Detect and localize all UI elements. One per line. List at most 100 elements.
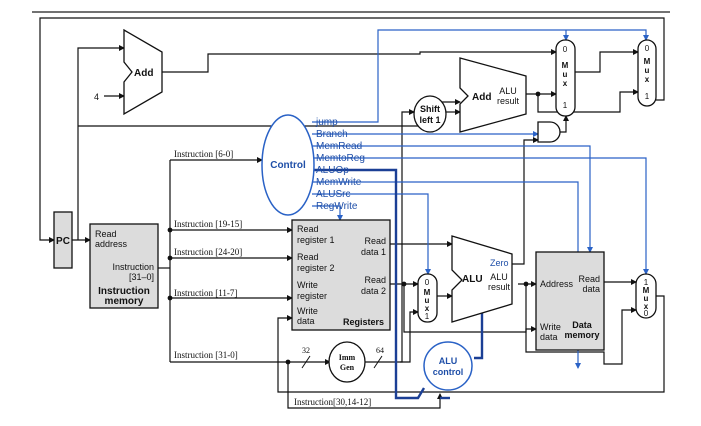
svg-text:u: u (644, 294, 649, 303)
instr-field-19-15: Instruction [19-15] (174, 219, 242, 229)
pc-register[interactable]: PC (53, 211, 73, 269)
data-memory[interactable]: Address Read data Write data Data memory (535, 251, 605, 351)
svg-text:1: 1 (425, 312, 430, 321)
svg-text:data: data (540, 332, 558, 342)
svg-text:memory: memory (105, 296, 144, 307)
instr-field-24-20: Instruction [24-20] (174, 247, 242, 257)
alu-control-bus (474, 310, 484, 360)
svg-text:data 2: data 2 (361, 286, 386, 296)
alu-zero-label: Zero (490, 258, 509, 268)
svg-text:[31–0]: [31–0] (129, 272, 154, 282)
mux-alusrc[interactable]: 0 M u x 1 (417, 273, 438, 323)
immgen-input-slash (301, 355, 311, 369)
svg-text:u: u (645, 66, 650, 75)
svg-text:ALU: ALU (439, 356, 458, 366)
svg-text:left 1: left 1 (419, 115, 440, 125)
instruction-memory[interactable]: Read address Instruction [31–0] Instruct… (89, 223, 159, 309)
svg-text:Read: Read (297, 224, 319, 234)
svg-text:1: 1 (645, 92, 650, 101)
svg-text:data: data (582, 284, 600, 294)
shift-left-unit[interactable]: Shift left 1 (413, 95, 447, 133)
signal-memread: MemRead (316, 141, 362, 152)
signal-branch: Branch (316, 129, 348, 140)
svg-text:x: x (644, 302, 649, 311)
svg-text:Instruction: Instruction (98, 286, 150, 297)
svg-text:0: 0 (645, 44, 650, 53)
branch-and-gate[interactable] (537, 121, 561, 143)
svg-text:ALU: ALU (490, 272, 508, 282)
svg-text:0: 0 (425, 278, 430, 287)
svg-text:1: 1 (644, 278, 649, 287)
instr-field-31-0: Instruction [31-0] (174, 350, 238, 360)
svg-text:0: 0 (563, 45, 568, 54)
svg-text:Control: Control (270, 160, 306, 171)
svg-text:Gen: Gen (340, 363, 355, 372)
svg-text:Data: Data (572, 320, 593, 330)
svg-text:Read: Read (297, 252, 319, 262)
instr-field-30-14-12: Instruction[30,14-12] (294, 397, 371, 407)
svg-text:Add: Add (472, 92, 491, 103)
datapath-wires (39, 17, 665, 409)
svg-text:Add: Add (134, 68, 153, 79)
svg-text:result: result (497, 96, 520, 106)
svg-text:Imm: Imm (339, 353, 356, 362)
svg-text:data 1: data 1 (361, 247, 386, 257)
svg-text:u: u (563, 70, 568, 79)
svg-text:Read: Read (364, 275, 386, 285)
svg-text:address: address (95, 239, 128, 249)
signal-alusrc: ALUSrc (316, 189, 350, 200)
instr-field-6-0: Instruction [6-0] (174, 149, 233, 159)
mux-writeback[interactable]: 1 M u x 0 (635, 273, 657, 319)
svg-text:ALU: ALU (462, 274, 483, 285)
mux-pc-branch[interactable]: 0 M u x 1 (555, 39, 576, 117)
signal-aluop: ALUOp (316, 165, 349, 176)
control-unit[interactable]: Control (261, 114, 315, 216)
imm-gen[interactable]: Imm Gen (328, 341, 366, 383)
instr-field-11-7: Instruction [11-7] (174, 288, 237, 298)
svg-text:register 1: register 1 (297, 235, 335, 245)
immgen-out-bits: 64 (376, 346, 384, 355)
svg-text:Shift: Shift (420, 104, 440, 114)
pc-adder[interactable]: Add (123, 28, 163, 116)
svg-text:u: u (425, 296, 430, 305)
svg-text:Instruction: Instruction (112, 262, 154, 272)
pc-increment-constant: 4 (94, 92, 99, 102)
svg-text:PC: PC (56, 236, 70, 247)
aluop-bus (312, 168, 426, 400)
svg-text:Registers: Registers (343, 317, 384, 327)
svg-text:1: 1 (563, 101, 568, 110)
signal-memtoreg: MemtoReg (316, 153, 365, 164)
svg-text:M: M (643, 286, 650, 295)
immgen-in-bits: 32 (302, 346, 310, 355)
signal-jump: jump (315, 117, 338, 128)
svg-text:x: x (645, 75, 650, 84)
svg-text:Write: Write (297, 280, 318, 290)
svg-text:memory: memory (564, 330, 599, 340)
svg-text:Read: Read (95, 229, 117, 239)
svg-text:Read: Read (364, 236, 386, 246)
signal-memwrite: MemWrite (316, 177, 362, 188)
alu-control-unit[interactable]: ALU control (423, 341, 473, 391)
svg-text:register 2: register 2 (297, 263, 335, 273)
svg-text:Write: Write (297, 306, 318, 316)
register-file[interactable]: Read register 1 Read register 2 Write re… (291, 219, 391, 331)
svg-text:Read: Read (578, 274, 600, 284)
svg-text:result: result (488, 282, 511, 292)
mux-jump[interactable]: 0 M u x 1 (637, 39, 657, 107)
branch-adder[interactable]: Add ALU result (459, 57, 527, 133)
svg-text:M: M (424, 288, 431, 297)
svg-text:Address: Address (540, 279, 574, 289)
svg-text:0: 0 (644, 309, 649, 318)
svg-text:Write: Write (540, 322, 561, 332)
svg-text:M: M (644, 57, 651, 66)
alu[interactable]: ALU ALU result (451, 235, 513, 323)
svg-text:ALU: ALU (499, 86, 517, 96)
signal-regwrite: RegWrite (316, 201, 358, 212)
svg-text:register: register (297, 291, 327, 301)
control-signal-labels: jump Branch MemRead MemtoReg ALUOp MemWr… (315, 117, 365, 212)
svg-text:data: data (297, 316, 315, 326)
svg-text:x: x (425, 304, 430, 313)
svg-text:x: x (563, 79, 568, 88)
svg-text:M: M (562, 61, 569, 70)
